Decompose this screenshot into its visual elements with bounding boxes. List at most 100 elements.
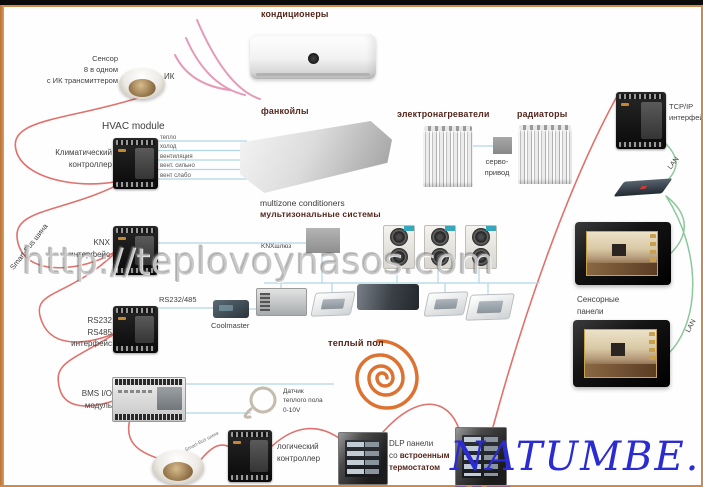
label-servo: серво- привод bbox=[484, 157, 510, 177]
label-output-cool: холод bbox=[160, 144, 177, 150]
touch-panel-screen bbox=[584, 329, 657, 378]
tcpip-interface-module bbox=[616, 92, 666, 149]
fan-icon bbox=[390, 228, 408, 246]
dlp-line3-bold: термостатом bbox=[389, 463, 441, 472]
dlp-button-grid bbox=[462, 435, 500, 478]
watermark-natumbe: NATUMBE. KZ bbox=[450, 434, 701, 487]
knx-interface-module bbox=[113, 226, 158, 275]
module-inset bbox=[135, 236, 154, 265]
terminal-strip bbox=[231, 432, 269, 437]
label-hvac-module: HVAC module bbox=[102, 121, 165, 132]
outdoor-unit-1 bbox=[383, 225, 415, 269]
panel-icon-column bbox=[650, 234, 656, 273]
touch-panel-2 bbox=[573, 320, 670, 387]
outdoor-unit-2 bbox=[424, 225, 456, 269]
label-multizone-en: multizone conditioners bbox=[260, 198, 345, 208]
label-bms-io: BMS I/O модуль bbox=[81, 389, 112, 410]
label-knx-gateway: KNXшлюз bbox=[261, 243, 292, 250]
ir-waves bbox=[174, 19, 261, 100]
climate-controller-module bbox=[113, 138, 158, 189]
module-inset bbox=[249, 440, 268, 472]
status-led bbox=[118, 317, 126, 320]
label-ir: ИК bbox=[164, 72, 175, 81]
terminal-strip bbox=[115, 414, 183, 420]
module-inset bbox=[135, 316, 154, 343]
label-rs232-line: RS232/485 bbox=[159, 295, 197, 304]
label-output-vent: вентиляция bbox=[160, 154, 193, 160]
dlp-line2-bold: встроенным bbox=[399, 451, 450, 460]
touch-panel-1 bbox=[575, 222, 671, 285]
dip-row bbox=[118, 390, 152, 393]
ceiling-sensor-8in1 bbox=[119, 68, 165, 99]
radiator bbox=[518, 125, 572, 184]
terminal-strip bbox=[116, 308, 155, 313]
cassette-unit-3 bbox=[465, 293, 515, 321]
fan-icon bbox=[472, 228, 490, 246]
fan-icon bbox=[431, 248, 449, 266]
duct-indoor-unit bbox=[256, 288, 307, 316]
label-climate-controller: Климатический контроллер bbox=[55, 148, 112, 169]
label-radiators: радиаторы bbox=[517, 109, 568, 119]
servo-actuator bbox=[493, 137, 512, 154]
bms-io-module bbox=[112, 377, 186, 422]
cassette-unit-2 bbox=[423, 291, 469, 317]
knx-gateway-box bbox=[306, 228, 340, 253]
touch-panel-screen bbox=[586, 231, 658, 276]
terminal-strip bbox=[116, 140, 155, 145]
dark-duct-unit bbox=[357, 284, 419, 310]
frame-border-left bbox=[0, 5, 4, 487]
warm-floor-spiral bbox=[355, 339, 419, 410]
label-output-vent-high: вент. сильно bbox=[160, 163, 195, 169]
label-fancoils: фанкойлы bbox=[261, 106, 309, 116]
label-heaters: электронагреватели bbox=[397, 109, 490, 119]
label-knx-interface: KNX интерфейс bbox=[69, 238, 110, 259]
ceiling-sensor-bottom bbox=[152, 450, 204, 484]
rs232-interface-module bbox=[113, 306, 158, 353]
label-tcpip-interface: TCP/IP интерфейс bbox=[669, 102, 703, 122]
label-rs232-interface: RS232 RS485 интерфейс bbox=[71, 316, 112, 349]
fan-icon bbox=[472, 248, 490, 266]
label-multizone-ru: мультизональные системы bbox=[260, 209, 381, 219]
module-inset bbox=[641, 102, 662, 139]
cassette-unit-1 bbox=[310, 291, 356, 317]
terminal-strip bbox=[619, 142, 663, 147]
panel-icon-column bbox=[649, 332, 655, 375]
label-sensor-8in1: Сенсор 8 в одном с ИК трансмиттером bbox=[46, 54, 118, 85]
fan-icon bbox=[390, 248, 408, 266]
smart-bus-red-wire bbox=[14, 96, 617, 467]
logic-controller-module bbox=[228, 430, 272, 482]
dlp-button-grid bbox=[345, 440, 381, 477]
outdoor-unit-3 bbox=[465, 225, 497, 269]
status-led bbox=[118, 237, 126, 240]
fan-icon bbox=[431, 228, 449, 246]
label-floor-sensor: Датчик теплого пола 0-10V bbox=[283, 388, 323, 414]
terminal-strip bbox=[116, 228, 155, 233]
module-inset bbox=[157, 387, 182, 410]
wall-ac-unit bbox=[250, 34, 376, 79]
coolmaster-box bbox=[213, 300, 249, 318]
module-inset bbox=[135, 148, 154, 179]
floor-sensor-coil bbox=[249, 386, 277, 414]
frame-border-bottom bbox=[0, 485, 703, 487]
frame-border-right bbox=[701, 5, 703, 487]
terminal-strip bbox=[231, 475, 269, 480]
terminal-strip bbox=[116, 182, 155, 187]
terminal-strip bbox=[116, 268, 155, 273]
status-led bbox=[621, 103, 629, 106]
top-black-bar bbox=[0, 0, 703, 5]
blue-signal-lines bbox=[158, 140, 540, 414]
label-output-heat: тепло bbox=[160, 135, 177, 141]
label-output-vent-low: вент слабо bbox=[160, 173, 191, 179]
status-led bbox=[233, 441, 241, 444]
label-logic-controller: логический контроллер bbox=[277, 442, 321, 463]
electric-heater bbox=[423, 126, 473, 187]
label-warm-floor: теплый пол bbox=[328, 338, 384, 348]
label-conditioners: кондиционеры bbox=[261, 9, 329, 19]
terminal-strip bbox=[116, 346, 155, 351]
dlp-line2-prefix: со bbox=[389, 451, 400, 460]
watermark-url: http://teplovoynasos.com bbox=[22, 240, 494, 283]
dlp-panel-2 bbox=[455, 427, 507, 486]
label-touch-panels: Сенсорные панели bbox=[577, 295, 620, 316]
